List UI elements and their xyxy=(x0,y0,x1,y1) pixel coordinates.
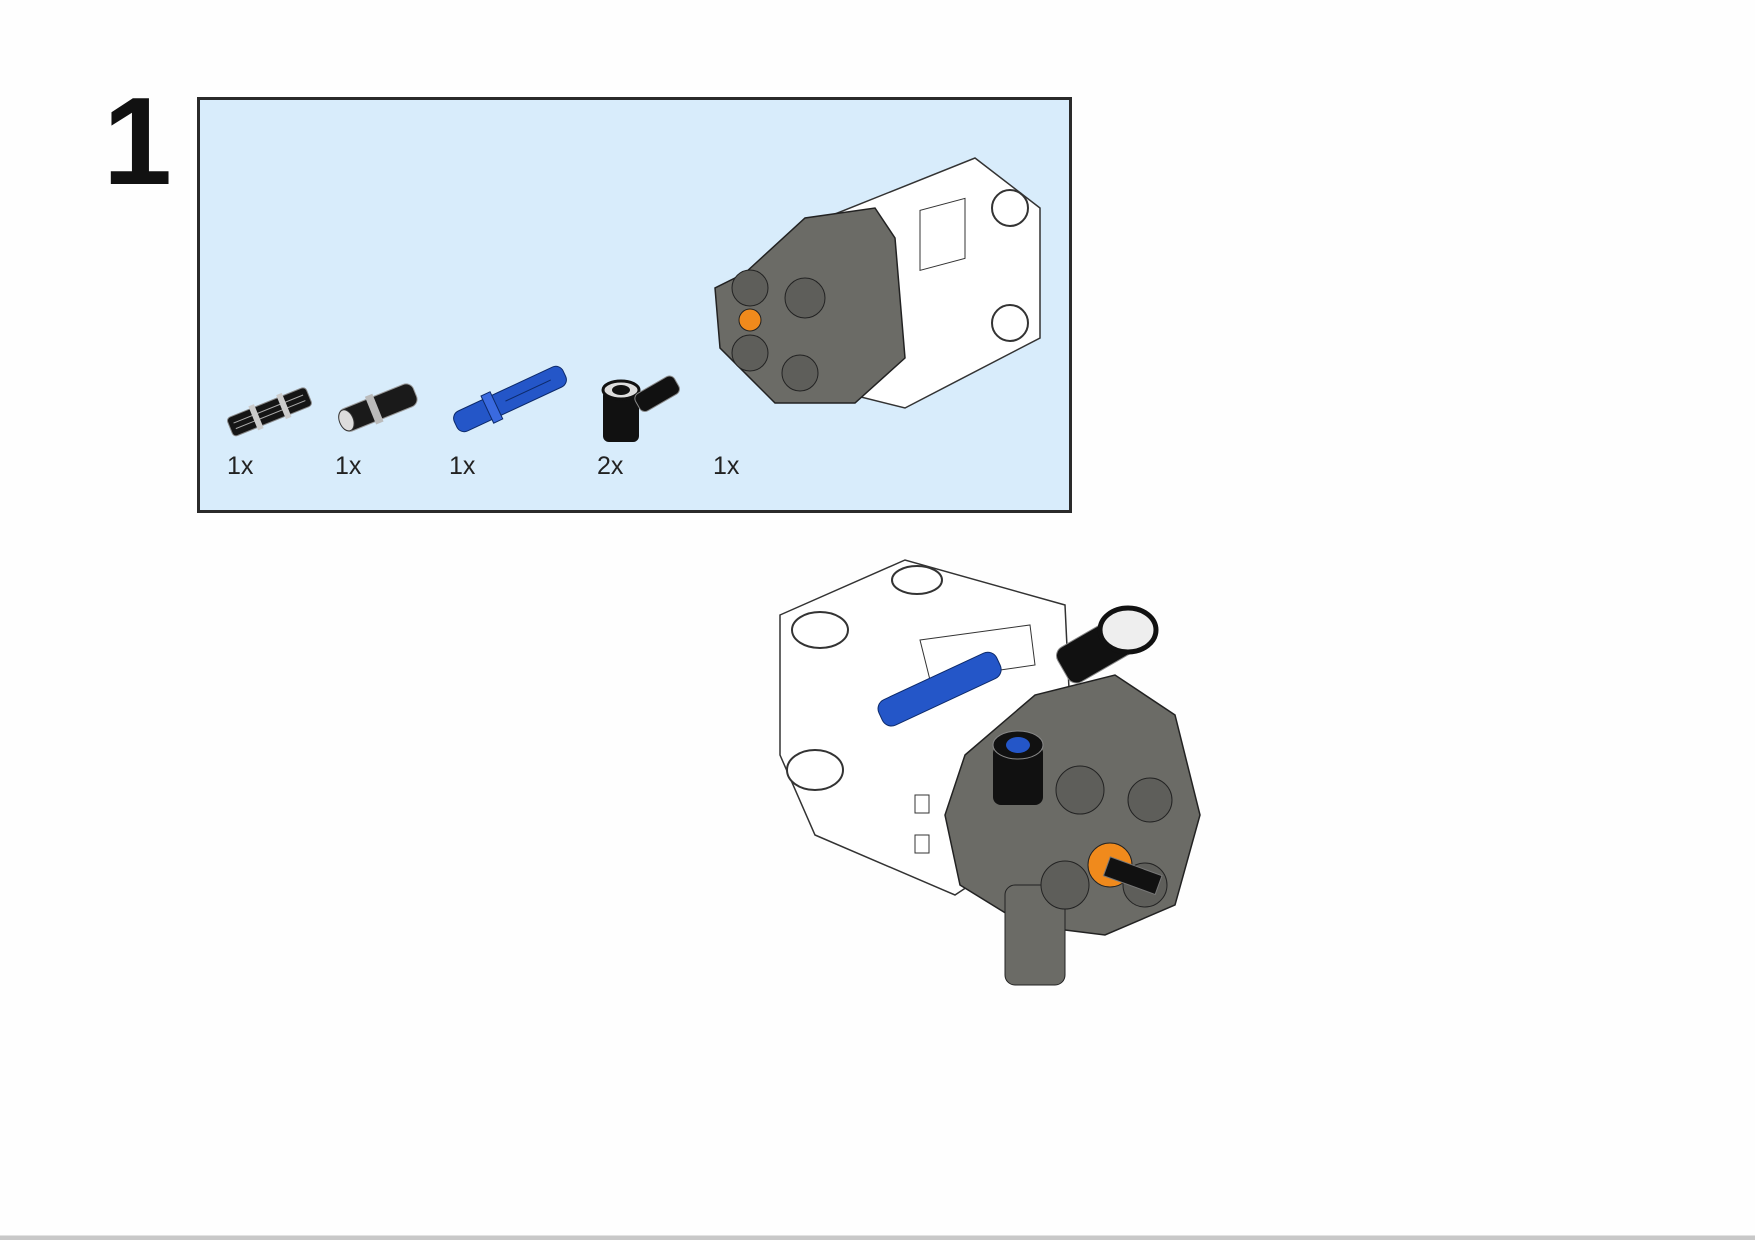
part-quantity: 1x xyxy=(449,452,476,480)
part-quantity: 1x xyxy=(227,452,254,480)
parts-list-panel: 1x 1x 1x 2x 1x xyxy=(197,97,1072,513)
axle-connector-image xyxy=(227,387,312,437)
motor-image xyxy=(714,157,1041,409)
pin-connector-image xyxy=(601,375,680,442)
part-quantity: 1x xyxy=(713,452,740,480)
assembled-motor-image xyxy=(779,559,1201,986)
blue-long-pin-image xyxy=(453,365,567,433)
part-quantity: 1x xyxy=(335,452,362,480)
part-quantity: 2x xyxy=(597,452,624,480)
page-bottom-border xyxy=(0,1235,1755,1240)
axle-pin-image xyxy=(338,383,418,432)
step-number: 1 xyxy=(103,73,172,211)
